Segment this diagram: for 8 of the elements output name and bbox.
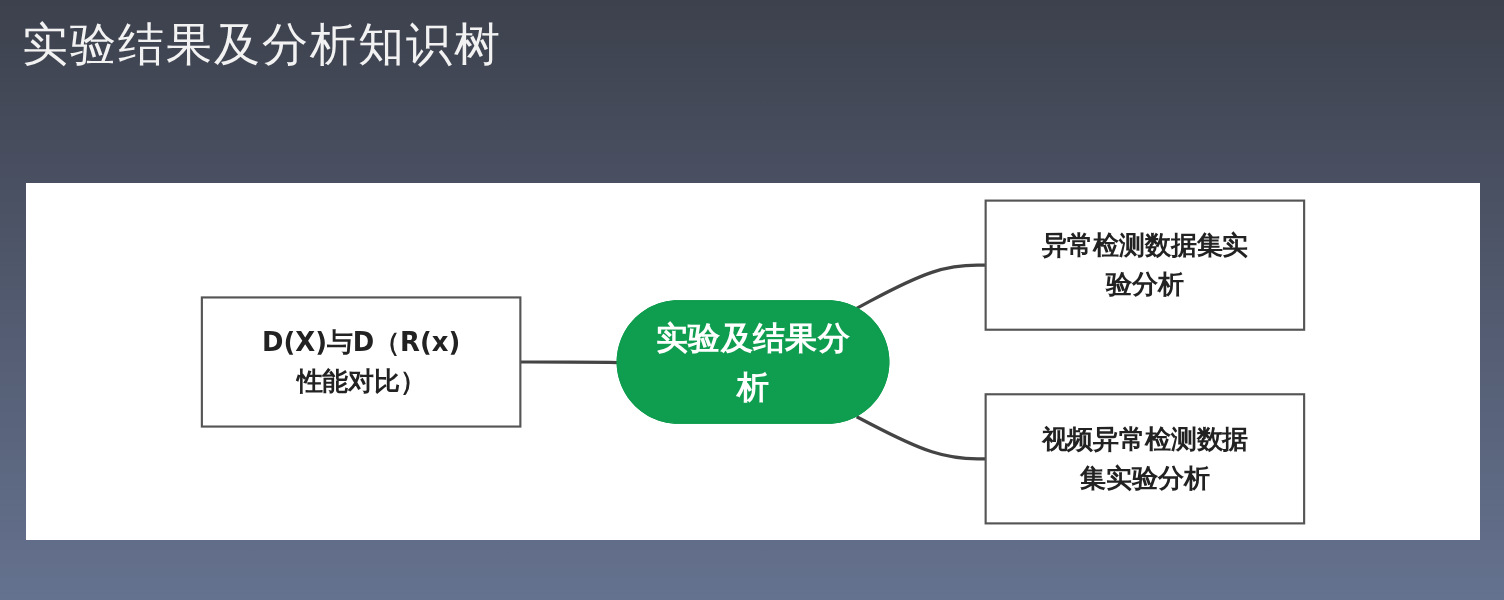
slide-title: 实验结果及分析知识树	[22, 16, 502, 73]
connector	[855, 263, 986, 310]
connector	[520, 359, 618, 364]
connector	[855, 414, 986, 460]
node-box	[984, 392, 1306, 524]
diagram-panel: 实验及结果分析 D(X)与D（R(x)性能对比） 异常检测数据集实验分析 视频异常检测数据集实验分析	[26, 183, 1480, 540]
node-box	[984, 199, 1306, 331]
node-box	[200, 295, 522, 428]
